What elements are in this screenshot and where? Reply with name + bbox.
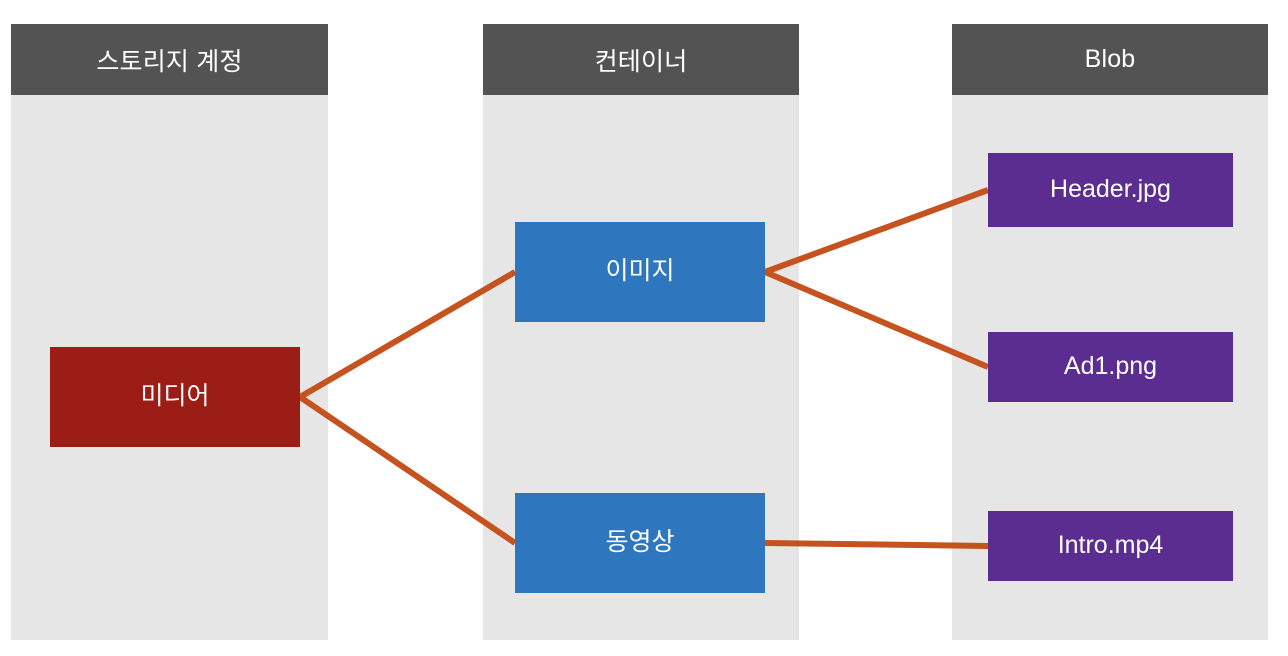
column-header-storage-account: 스토리지 계정: [11, 24, 328, 95]
column-header-label-container: 컨테이너: [594, 47, 688, 76]
node-video[interactable]: 동영상: [515, 493, 765, 593]
node-label-ad1-png: Ad1.png: [1063, 352, 1158, 381]
node-label-video: 동영상: [605, 528, 675, 557]
node-media[interactable]: 미디어: [50, 347, 300, 447]
column-header-label-storage-account: 스토리지 계정: [96, 47, 243, 76]
node-intro-mp4[interactable]: Intro.mp4: [988, 511, 1233, 581]
node-image[interactable]: 이미지: [515, 222, 765, 322]
node-header-jpg[interactable]: Header.jpg: [988, 153, 1233, 227]
column-header-container: 컨테이너: [483, 24, 799, 95]
node-label-header-jpg: Header.jpg: [1050, 175, 1171, 204]
node-ad1-png[interactable]: Ad1.png: [988, 332, 1233, 402]
column-panel-storage-account: [11, 24, 328, 640]
node-label-media: 미디어: [140, 382, 210, 411]
node-label-intro-mp4: Intro.mp4: [1057, 531, 1164, 560]
column-header-label-blob: Blob: [1084, 45, 1136, 73]
node-label-image: 이미지: [605, 257, 675, 286]
column-header-blob: Blob: [952, 24, 1268, 95]
